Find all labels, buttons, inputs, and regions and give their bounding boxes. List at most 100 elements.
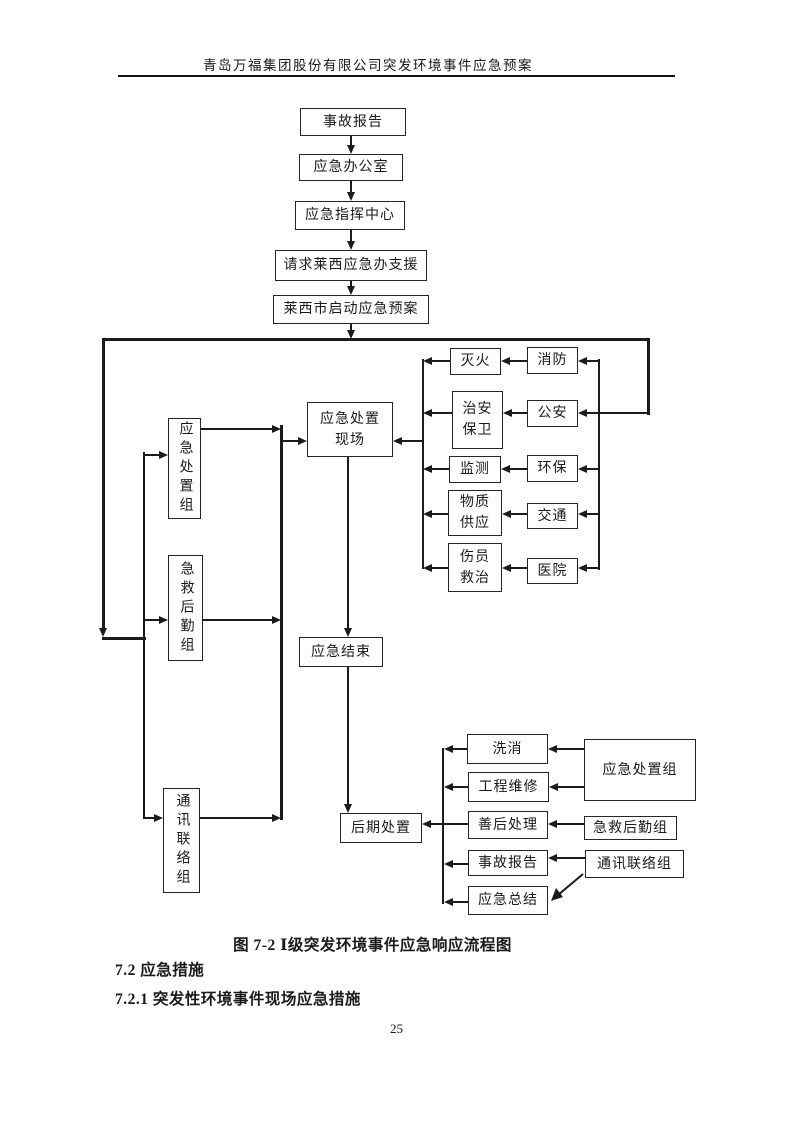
connector-line	[402, 440, 423, 442]
connector-line	[143, 817, 154, 819]
box-task-security: 治安保卫	[452, 391, 503, 449]
box-accident-report-2: 事故报告	[468, 850, 548, 876]
arrowhead	[423, 510, 432, 518]
box-agency-env: 环保	[527, 455, 578, 482]
header-title: 青岛万福集团股份有限公司突发环境事件应急预案	[203, 58, 533, 73]
connector-line	[557, 823, 585, 825]
connector-line	[432, 567, 448, 569]
page-number: 25	[390, 1021, 403, 1036]
connector-line	[512, 412, 527, 414]
arrowhead	[272, 814, 281, 822]
box-response-team-2: 应急处置组	[584, 739, 696, 801]
arrowhead	[549, 783, 558, 791]
arrowhead	[501, 465, 510, 473]
box-command-center: 应急指挥中心	[295, 201, 405, 230]
connector-line	[598, 359, 600, 570]
arrowhead	[272, 616, 281, 624]
arrowhead	[347, 192, 355, 201]
box-task-monitoring: 监测	[449, 456, 501, 483]
connector-line	[350, 181, 352, 193]
connector-line	[201, 428, 272, 430]
arrowhead	[347, 145, 355, 154]
arrow-comms-to-summary	[551, 873, 584, 901]
connector-line	[587, 567, 599, 569]
box-comms-team: 通讯联络组	[163, 788, 200, 893]
box-emergency-office: 应急办公室	[299, 154, 403, 181]
connector-line	[200, 817, 272, 819]
box-post-disposal: 后期处置	[340, 813, 422, 843]
arrowhead	[578, 564, 587, 572]
box-agency-fire-dept: 消防	[527, 347, 578, 374]
box-agency-traffic: 交通	[527, 503, 578, 529]
connector-line	[350, 281, 352, 287]
connector-line	[453, 901, 468, 903]
box-emergency-end: 应急结束	[299, 637, 383, 667]
arrowhead	[159, 451, 168, 459]
box-task-firefighting: 灭火	[450, 348, 501, 375]
box-agency-hospital: 医院	[527, 558, 578, 584]
box-task-security-label: 治安保卫	[462, 402, 493, 438]
arrowhead	[347, 330, 355, 339]
box-task-supply-label: 物质供应	[460, 495, 490, 531]
connector-line	[431, 823, 469, 825]
connector-line	[143, 452, 145, 819]
arrowhead	[444, 783, 453, 791]
connector-line	[647, 338, 650, 415]
arrowhead	[502, 510, 511, 518]
section-heading-721: 7.2.1 突发性环境事件现场应急措施	[115, 991, 361, 1008]
box-task-supply: 物质供应	[448, 490, 502, 536]
arrowhead	[344, 628, 352, 637]
connector-line	[453, 863, 468, 865]
connector-line	[442, 748, 444, 904]
box-task-casualty: 伤员救治	[448, 543, 502, 592]
connector-line	[350, 136, 352, 146]
box-task-casualty-label: 伤员救治	[460, 549, 490, 586]
box-response-team: 应急处置组	[168, 418, 201, 519]
box-logistics-team-2: 急救后勤组	[584, 816, 677, 840]
box-accident-report: 事故报告	[300, 108, 406, 136]
connector-line	[587, 412, 649, 414]
connector-line	[510, 468, 527, 470]
arrowhead	[578, 409, 587, 417]
connector-line	[347, 667, 349, 804]
arrowhead	[423, 409, 432, 417]
arrowhead	[503, 409, 512, 417]
arrowhead	[344, 804, 352, 813]
connector-line	[587, 360, 599, 362]
connector-line	[350, 324, 352, 331]
arrowhead	[423, 564, 432, 572]
arrowhead	[423, 465, 432, 473]
connector-line	[280, 425, 283, 820]
arrowhead	[548, 745, 557, 753]
connector-line	[350, 230, 352, 242]
arrowhead	[347, 286, 355, 295]
arrowhead	[548, 854, 557, 862]
arrowhead	[422, 820, 431, 828]
connector-line	[558, 786, 585, 788]
arrowhead	[423, 357, 432, 365]
arrowhead	[444, 860, 453, 868]
connector-line	[511, 513, 527, 515]
connector-line	[432, 360, 450, 362]
figure-caption: 图 7-2 Ⅰ级突发环境事件应急响应流程图	[233, 937, 512, 954]
connector-line	[432, 468, 449, 470]
arrowhead	[502, 564, 511, 572]
connector-line	[453, 786, 468, 788]
header-rule	[118, 75, 675, 77]
arrowhead	[272, 425, 281, 433]
connector-line	[102, 338, 650, 341]
connector-line	[422, 359, 424, 569]
connector-line	[432, 513, 448, 515]
connector-line	[143, 454, 159, 456]
arrowhead	[444, 898, 453, 906]
arrowhead	[347, 241, 355, 250]
box-comms-team-2: 通讯联络组	[585, 850, 684, 878]
section-heading-72: 7.2 应急措施	[115, 962, 205, 979]
connector-line	[102, 338, 105, 629]
connector-line	[511, 567, 527, 569]
connector-line	[432, 412, 452, 414]
connector-line	[453, 748, 467, 750]
arrowhead	[501, 357, 510, 365]
arrowhead	[578, 510, 587, 518]
